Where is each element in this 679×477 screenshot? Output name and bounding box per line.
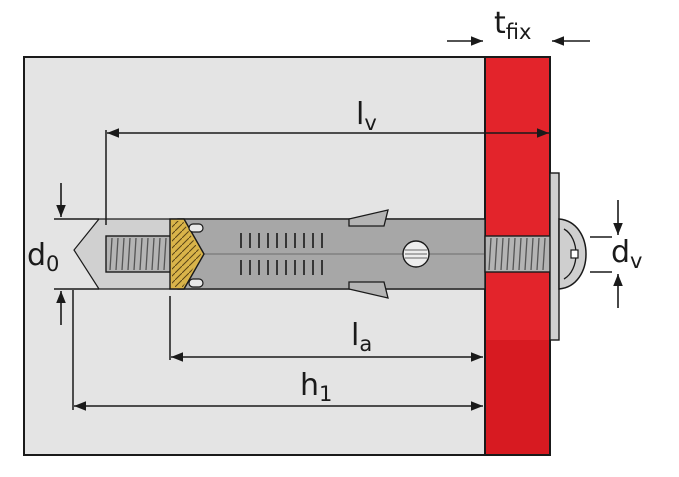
bolt-tip-thread [109, 237, 167, 271]
screw-head-slot [570, 249, 579, 259]
label-t-fix: tfix [494, 6, 531, 44]
fixture-plate-shade [486, 340, 549, 454]
extension-lines [72, 130, 612, 410]
anti-rotation-lug-top [348, 209, 389, 227]
expansion-cone-hatch [172, 221, 201, 287]
sleeve-ribs [240, 233, 323, 275]
bolt-shank-thread [488, 237, 546, 271]
label-h-1: h1 [300, 368, 332, 406]
sleeve-slots [188, 223, 204, 288]
label-l-a: la [351, 318, 372, 356]
label-l-v: lv [356, 97, 377, 135]
sleeve-hole-lines [405, 249, 427, 259]
washer [549, 172, 560, 341]
label-d-0: d0 [27, 238, 59, 276]
label-d-v: dv [611, 235, 642, 273]
anti-rotation-lug-bottom [348, 281, 389, 299]
